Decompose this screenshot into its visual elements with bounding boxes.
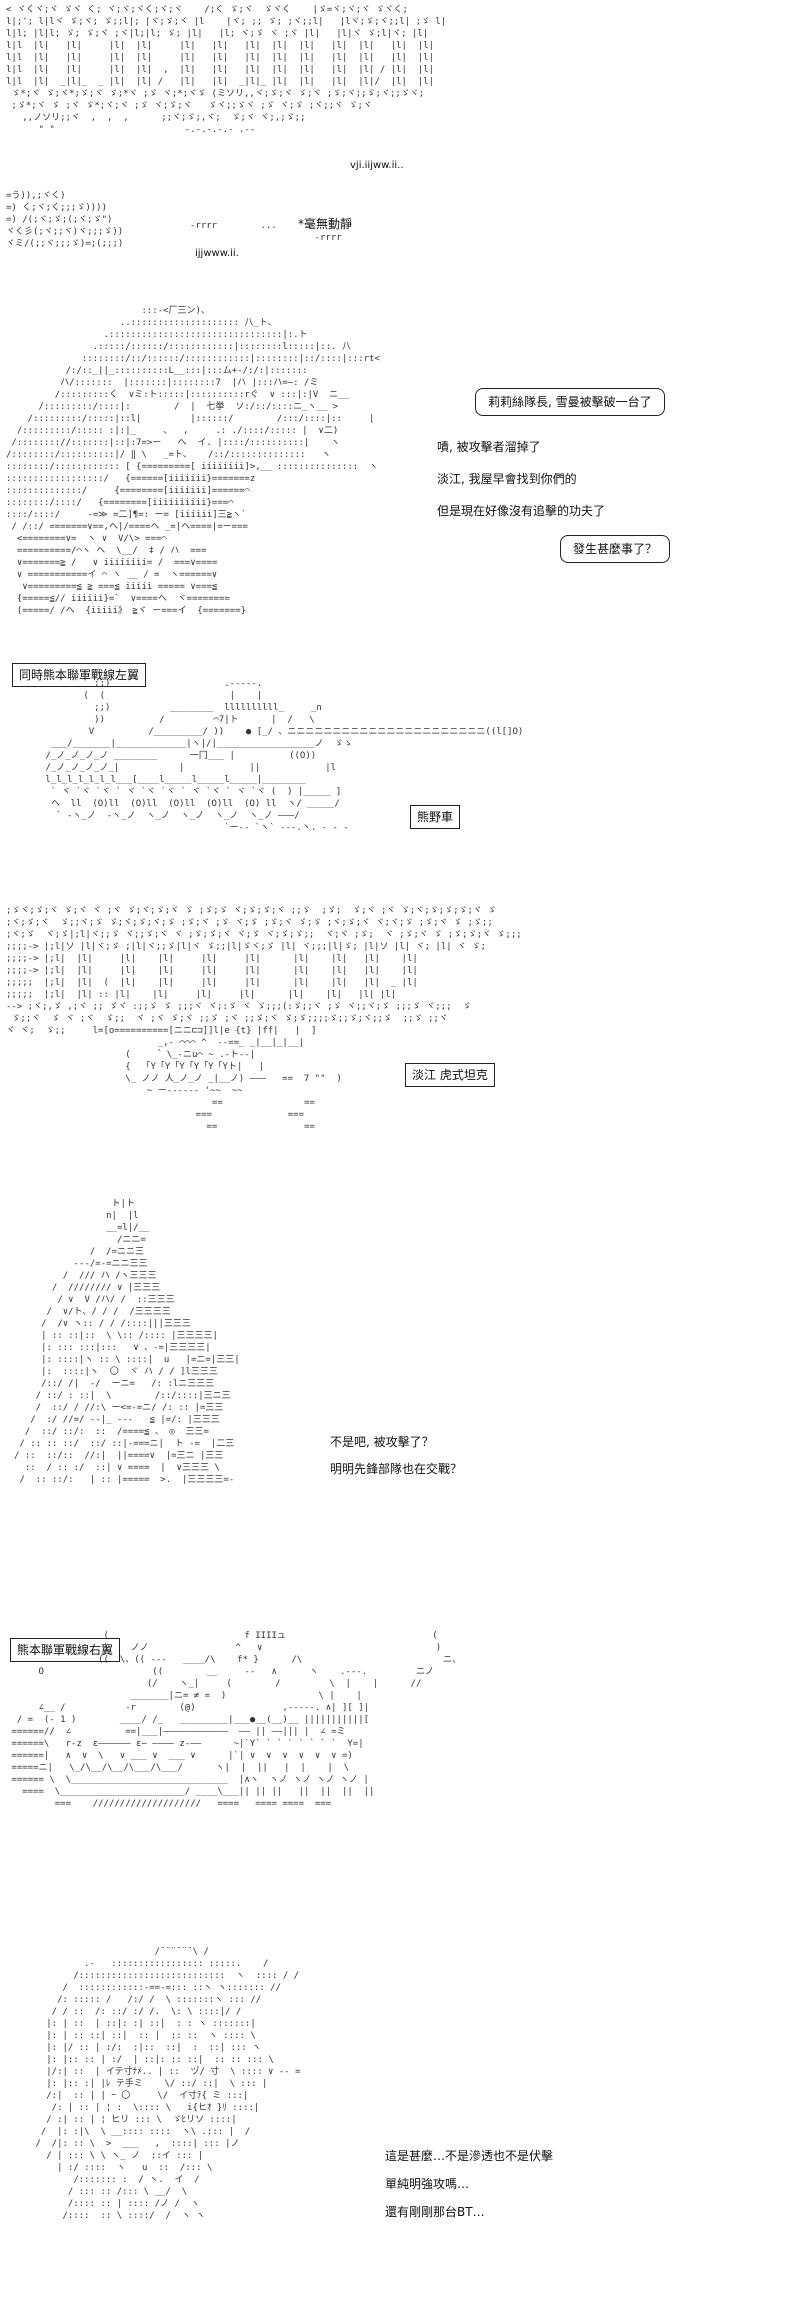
label-left-flank: 同時熊本聯軍戰線左翼 [12, 663, 147, 687]
label-tiger-tank-text: 淡江 虎式坦克 [412, 1068, 488, 1082]
speech-bubble-question: 發生甚麼事了？ [560, 535, 671, 563]
dialogue-line-6: 這是甚麼…不是滲透也不是伏擊 [385, 2149, 554, 2163]
sfx-small-2: vji.iijww.ii.. [350, 160, 404, 171]
bubble-question-text: 發生甚麼事了？ [573, 542, 658, 556]
ascii-art-sfx: =う)),;ヾく) =) く;ヾ;く;;;ゞ)))) =) /(;ヾ;ゞ;(;ヾ… [6, 191, 124, 249]
dialogue-line-2: 淡江, 我屋早會找到你們的 [437, 472, 577, 486]
label-kumano-tank-text: 熊野車 [417, 810, 454, 824]
label-kumano-tank: 熊野車 [410, 805, 461, 829]
ascii-art-figure-2: ト|ト n| |l __=l|/__ /ニニ= / /=ニニ三 ---/=-=ニ… [14, 1199, 240, 1485]
label-right-flank: 熊本聯軍戰線右翼 [10, 1638, 121, 1662]
sfx-no-movement: *毫無動靜 [298, 217, 353, 231]
ascii-art-tank-right: ( f IIIIュ ( ) ノノ ^ ∨ ) (( \、(( --- ____/… [11, 1631, 462, 1809]
label-left-flank-text: 同時熊本聯軍戰線左翼 [19, 668, 140, 682]
ascii-dashes: -rrrr ... -rrrr [190, 221, 342, 243]
label-tiger-tank: 淡江 虎式坦克 [405, 1063, 495, 1087]
ascii-art-soldier: :::-<厂三ン)、 ..:::::::::::::::::::: 八_ト、 .… [6, 306, 380, 615]
speech-bubble-report: 莉莉絲隊長, 雪曼被擊破一台了 [475, 388, 665, 416]
ascii-art-figure-3: /¨¨¨¨¨¨\ / .- ::::::::::::::::: :::::. /… [35, 1947, 301, 2221]
dialogue-line-3: 但是現在好像沒有追擊的功夫了 [437, 504, 606, 518]
dialogue-line-5: 明明先鋒部隊也在交戰？ [330, 1462, 463, 1476]
ascii-art-forest-tiger: ;ゞヾ;ゞ;ヾ ゞ;ヾ ヾ ;ヾ ゞ;ヾ;ゞ;ヾ ゞ ;ゞ;ゞ ヾ;ゞ;ゞ;ヾ … [6, 906, 522, 1132]
label-right-flank-text: 熊本聯軍戰線右翼 [17, 1643, 114, 1657]
dialogue-line-1: 嘖, 被攻擊者溜掉了 [437, 440, 541, 454]
bubble-report-text: 莉莉絲隊長, 雪曼被擊破一台了 [488, 395, 652, 409]
ascii-art-title: < ヾくヾ;ヾ ゞヾ く; ヾ;ヾ;ヾく;ヾ;ヾ /;く ゞ;ヾ ゞヾく |ゞ=… [6, 5, 447, 135]
ascii-art-tank-kumano: ;;) .-----. ( ( | | ;;) ________ lllllll… [45, 679, 524, 833]
dialogue-line-7: 單純明強攻嗎… [385, 2177, 470, 2191]
sfx-small: ijjwww.ii. [195, 248, 239, 259]
dialogue-line-4: 不是吧, 被攻擊了？ [330, 1435, 434, 1449]
dialogue-line-8: 還有剛剛那台BT… [385, 2205, 485, 2219]
